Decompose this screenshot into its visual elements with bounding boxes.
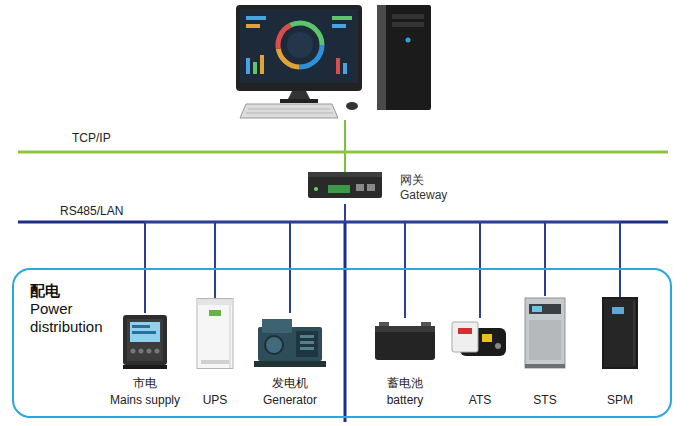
gateway-label: 网关	[400, 173, 447, 188]
device-icon	[363, 318, 447, 372]
screen-bar	[336, 58, 340, 74]
trunk-line	[344, 222, 347, 422]
screen-ring	[278, 23, 322, 67]
gateway-node: 网关Gateway	[305, 168, 470, 204]
pc-drive	[392, 22, 424, 27]
gateway-top	[308, 172, 382, 177]
group-heading: Power distribution	[30, 300, 134, 336]
gateway-port	[367, 184, 375, 191]
device-label: 市电	[103, 375, 187, 392]
screen-bar	[332, 24, 346, 28]
screen-bar	[343, 63, 347, 74]
bus-label: RS485/LAN	[58, 204, 125, 219]
device-label: Generator	[248, 392, 332, 409]
device-label: SPM	[578, 392, 662, 409]
uplink-line	[344, 120, 346, 172]
group-heading: 配电	[30, 282, 134, 300]
gateway-label: Gateway	[400, 188, 447, 203]
gateway-port	[356, 184, 364, 191]
device-icon	[438, 318, 522, 372]
screen-bar	[260, 55, 264, 74]
device-label: Mains supply	[103, 392, 187, 409]
device-label: 蓄电池	[363, 375, 447, 392]
bus-drop-line	[145, 204, 345, 313]
screen-ring	[278, 23, 322, 67]
screen-bar	[246, 16, 266, 20]
device-icon	[578, 297, 662, 372]
pc-power	[406, 38, 411, 43]
monitor-screen	[240, 9, 358, 83]
device-node: SPM	[578, 297, 662, 409]
device-label: UPS	[173, 392, 257, 409]
monitor	[236, 5, 362, 91]
pc-tower-side	[377, 5, 386, 110]
device-node: UPS	[173, 298, 257, 409]
bus-drop-line	[345, 204, 545, 296]
screen-core	[287, 32, 313, 58]
device-node: 发电机Generator	[248, 313, 332, 409]
device-node: STS	[503, 296, 587, 409]
device-label: battery	[363, 392, 447, 409]
screen-ring	[278, 23, 322, 67]
device-node: 市电Mains supply	[103, 313, 187, 409]
keyboard-keys	[248, 109, 330, 110]
device-icon	[173, 298, 257, 372]
screen-ring	[278, 23, 322, 67]
bus-drop-line	[345, 204, 620, 297]
mouse	[346, 102, 358, 110]
keyboard	[240, 104, 338, 118]
bus-drop-line	[215, 204, 345, 298]
screen-bar	[246, 58, 250, 74]
pc-drive	[392, 14, 424, 19]
device-label: STS	[503, 392, 587, 409]
monitor-base	[280, 99, 318, 103]
gateway-device	[308, 172, 382, 198]
device-icon	[103, 313, 187, 372]
screen-bar	[253, 62, 257, 74]
keyboard-keys	[246, 113, 333, 114]
device-label: ATS	[438, 392, 522, 409]
device-node: 蓄电池battery	[363, 318, 447, 409]
gateway-terminal	[328, 185, 350, 193]
device-icon	[248, 313, 332, 372]
power-distribution-group: 配电Power distribution市电Mains supplyUPS发电机…	[12, 268, 672, 418]
monitor-stand	[288, 91, 310, 99]
gateway-led	[314, 187, 318, 191]
bus-drop-line	[290, 204, 345, 313]
tcpip-bus	[18, 151, 668, 154]
screen-bar	[246, 24, 260, 28]
pc-tower	[377, 5, 431, 110]
device-icon	[503, 296, 587, 372]
device-node: ATS	[438, 318, 522, 409]
bus-label: TCP/IP	[70, 131, 113, 146]
device-label: 发电机	[248, 375, 332, 392]
screen-bar	[332, 16, 352, 20]
